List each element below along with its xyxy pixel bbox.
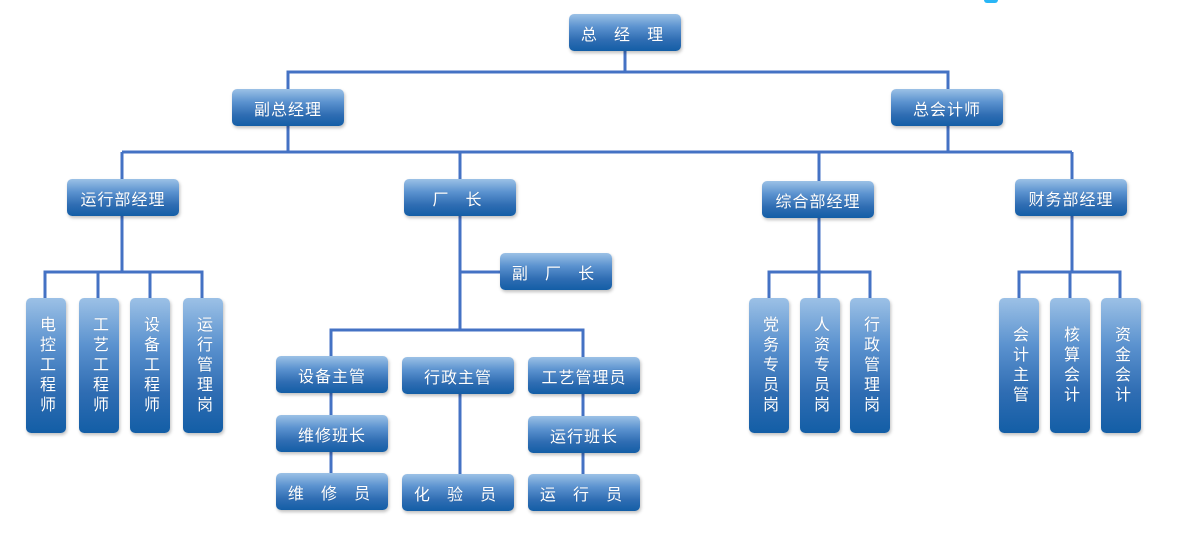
node-plant-worker[interactable]: 运 行 员: [528, 474, 640, 511]
node-plant-worker[interactable]: 化 验 员: [402, 474, 514, 511]
corner-artifact: [984, 0, 998, 3]
node-plant-director[interactable]: 厂 长: [404, 179, 516, 216]
node-general-staff[interactable]: 行政管理岗: [850, 298, 890, 433]
node-ops-manager[interactable]: 运行部经理: [67, 179, 179, 216]
node-plant-lead[interactable]: 维修班长: [276, 415, 388, 452]
connector-ceo-cfo: [625, 70, 950, 92]
node-ops-staff[interactable]: 设备工程师: [130, 298, 170, 433]
node-plant-supervisor[interactable]: 设备主管: [276, 356, 388, 393]
node-ops-staff[interactable]: 运行管理岗: [183, 298, 223, 433]
node-finance-manager[interactable]: 财务部经理: [1015, 179, 1127, 216]
node-chief-accountant[interactable]: 总会计师: [891, 89, 1003, 126]
node-finance-staff[interactable]: 会计主管: [999, 298, 1039, 433]
connector-ceo: [286, 50, 627, 92]
node-ceo[interactable]: 总 经 理: [569, 14, 681, 51]
node-plant-lead[interactable]: 运行班长: [528, 416, 640, 453]
node-finance-staff[interactable]: 资金会计: [1101, 298, 1141, 433]
node-general-staff[interactable]: 党务专员岗: [749, 298, 789, 433]
node-ops-staff[interactable]: 电控工程师: [26, 298, 66, 433]
node-finance-staff[interactable]: 核算会计: [1050, 298, 1090, 433]
node-deputy-gm[interactable]: 副总经理: [232, 89, 344, 126]
node-general-staff[interactable]: 人资专员岗: [800, 298, 840, 433]
node-plant-supervisor[interactable]: 行政主管: [402, 357, 514, 394]
node-plant-supervisor[interactable]: 工艺管理员: [528, 357, 640, 394]
node-ops-staff[interactable]: 工艺工程师: [79, 298, 119, 433]
node-general-manager[interactable]: 综合部经理: [762, 181, 874, 218]
node-plant-worker[interactable]: 维 修 员: [276, 473, 388, 510]
node-deputy-plant-director[interactable]: 副 厂 长: [500, 253, 612, 290]
